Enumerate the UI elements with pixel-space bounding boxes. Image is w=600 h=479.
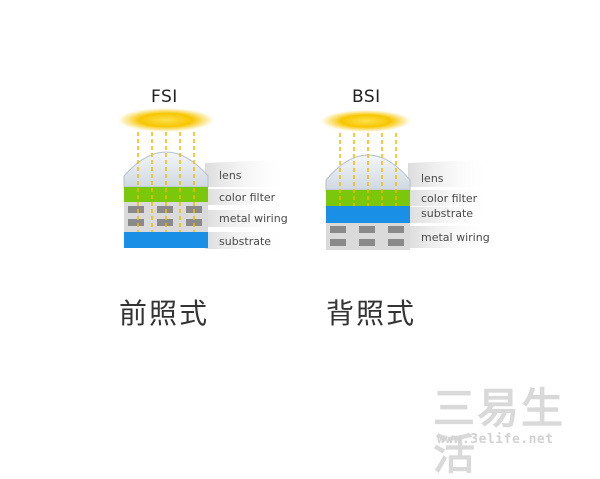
bsi-caption: 背照式 [326,297,417,330]
bsi-title: BSI [352,87,381,107]
fsi-diagram [118,108,290,249]
fsi-label-bands [205,160,290,249]
bsi-lens [325,154,411,191]
fsi-label-metal-wiring: metal wiring [219,212,288,225]
bsi-metal-wiring [326,223,410,250]
fsi-label-substrate: substrate [219,235,272,248]
fsi-title: FSI [151,87,178,107]
bsi-label-color-filter: color filter [421,192,478,205]
bsi-light-source [321,110,411,132]
bsi-label-metal-wiring: metal wiring [421,231,490,244]
fsi-substrate [124,232,208,248]
fsi-caption: 前照式 [119,297,210,330]
fsi-color-filter [124,187,208,202]
bsi-diagram [321,110,493,250]
bsi-label-lens: lens [421,172,444,185]
fsi-light-rays [137,132,195,232]
watermark-url: www.3elife.net [437,432,554,447]
bsi-label-substrate: substrate [421,207,474,220]
bsi-label-bands [408,160,493,248]
fsi-label-color-filter: color filter [219,191,276,204]
fsi-light-source [118,108,214,132]
bsi-substrate [326,206,410,223]
fsi-label-lens: lens [219,169,242,182]
sensor-diagram [118,108,493,250]
bsi-light-rays [339,133,397,206]
